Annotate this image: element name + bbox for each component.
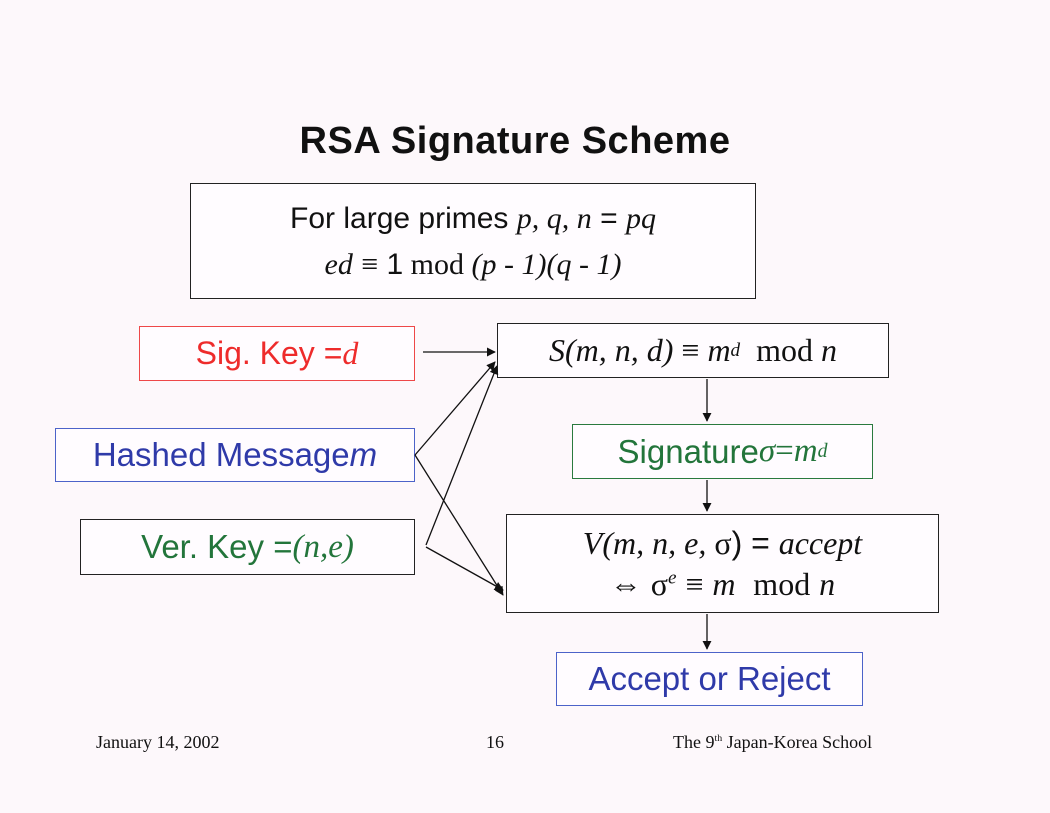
footer-event: The 9th Japan-Korea School xyxy=(673,732,872,753)
verify-line-2: ⇔ σe ≡ m mod n xyxy=(610,566,835,603)
setup-line-2: ed ≡ 1 mod (p - 1)(q - 1) xyxy=(325,248,622,282)
verify-accept: accept xyxy=(778,524,863,561)
setup-one: 1 xyxy=(386,248,404,281)
footer-date: January 14, 2002 xyxy=(96,732,220,752)
setup-rhs: pq xyxy=(625,202,656,235)
verify-n: n xyxy=(819,565,836,602)
verify-lhs: V(m, n, e, xyxy=(582,524,715,561)
hashed-message-label: Hashed Message xyxy=(92,436,350,473)
footer-event-sup: th xyxy=(714,733,723,744)
sign-base: m xyxy=(707,332,731,368)
sig-key-box: Sig. Key = d xyxy=(139,326,415,381)
sign-exp: d xyxy=(730,339,741,361)
verify-function-box: V(m, n, e, σ) = accept ⇔ σe ≡ m mod n xyxy=(506,514,939,613)
signature-label: Signature xyxy=(617,432,759,470)
sign-lhs: S(m, n, d) xyxy=(548,332,674,368)
setup-modulus: (p - 1)(q - 1) xyxy=(471,248,622,281)
footer-event-post: Japan-Korea School xyxy=(722,732,873,752)
signature-base: m xyxy=(793,433,818,469)
arrow-verkey-to-verify xyxy=(425,546,504,591)
ver-key-label: Ver. Key = xyxy=(141,528,293,565)
setup-line-1: For large primes p, q, n = pq xyxy=(290,202,656,236)
verify-close: ) = xyxy=(731,524,779,561)
ver-key-box: Ver. Key = (n,e) xyxy=(80,519,415,575)
sign-mod: mod xyxy=(756,332,814,368)
slide-title: RSA Signature Scheme xyxy=(299,120,731,162)
signature-sigma: σ xyxy=(758,433,776,469)
verify-exp: e xyxy=(668,566,677,588)
setup-box: For large primes p, q, n = pq ed ≡ 1 mod… xyxy=(190,183,756,299)
signature-eq: = xyxy=(775,433,794,469)
setup-mod: mod xyxy=(403,248,472,281)
verify-m: m xyxy=(712,565,736,602)
accept-reject-label: Accept or Reject xyxy=(588,660,831,697)
iff-icon: ⇔ xyxy=(609,565,642,602)
hashed-message-var: m xyxy=(349,436,378,473)
arrow-hash-to-verify xyxy=(414,454,504,596)
footer-page-number: 16 xyxy=(486,732,504,752)
sign-n: n xyxy=(821,332,838,368)
footer-event-pre: The 9 xyxy=(673,732,715,752)
setup-eq: = xyxy=(591,202,626,235)
accept-reject-box: Accept or Reject xyxy=(556,652,863,706)
verify-sigma-2: σ xyxy=(650,565,669,602)
verify-sigma: σ xyxy=(714,524,732,561)
congruent-symbol: ≡ xyxy=(681,332,700,368)
sig-key-var: d xyxy=(342,335,359,371)
ver-key-var: (n,e) xyxy=(292,528,354,565)
setup-text: For large primes xyxy=(290,202,517,235)
setup-ed: ed xyxy=(324,248,353,281)
setup-vars: p, q, n xyxy=(516,202,592,235)
verify-line-1: V(m, n, e, σ) = accept xyxy=(583,525,862,562)
congruent-symbol: ≡ xyxy=(685,565,704,602)
arrow-hash-to-sign xyxy=(414,361,496,456)
verify-mod: mod xyxy=(753,565,811,602)
arrow-verkey-to-sign xyxy=(425,365,499,546)
hashed-message-box: Hashed Message m xyxy=(55,428,415,482)
congruent-symbol: ≡ xyxy=(361,248,379,281)
signature-exp: d xyxy=(817,440,828,462)
sig-key-label: Sig. Key = xyxy=(195,335,343,371)
